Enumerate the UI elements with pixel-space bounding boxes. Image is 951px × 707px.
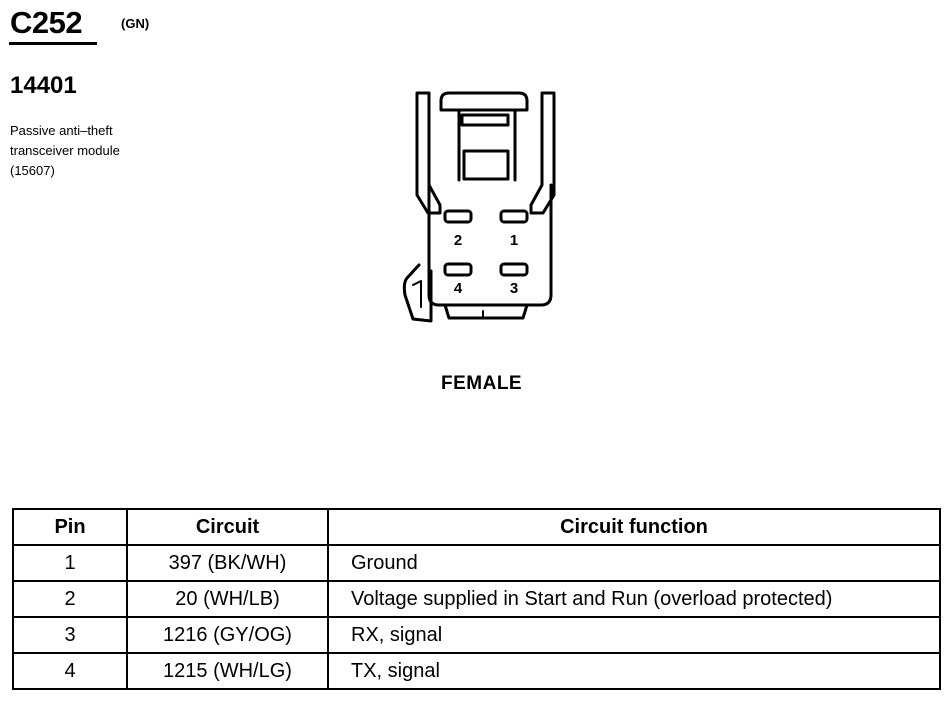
circuit-function-cell: TX, signal: [327, 652, 941, 690]
pin-cell: 4: [12, 652, 128, 690]
connector-gender-label: FEMALE: [441, 373, 523, 394]
pin-cavity-4: [443, 262, 473, 277]
pin-cavity-1: [499, 209, 529, 224]
connector-id: C252: [10, 5, 83, 40]
pin-cavity-3: [499, 262, 529, 277]
pin-label-3: 3: [510, 280, 518, 297]
circuit-cell: 20 (WH/LB): [126, 580, 329, 618]
table-row: 1 397 (BK/WH) Ground: [12, 544, 941, 582]
pin-cell: 1: [12, 544, 128, 582]
pin-table: Pin Circuit Circuit function 1 397 (BK/W…: [12, 508, 941, 690]
table-row: 3 1216 (GY/OG) RX, signal: [12, 616, 941, 654]
pin-label-4: 4: [454, 280, 463, 297]
pin-label-2: 2: [454, 232, 462, 249]
circuit-cell: 1216 (GY/OG): [126, 616, 329, 654]
pin-cell: 3: [12, 616, 128, 654]
circuit-function-cell: RX, signal: [327, 616, 941, 654]
connector-bottom-rail: [443, 303, 529, 320]
connector-side-clip-detail: [412, 280, 422, 308]
component-description-line: transceiver module: [10, 143, 120, 158]
pin-cell: 2: [12, 580, 128, 618]
column-header-pin: Pin: [12, 508, 128, 546]
table-row: 2 20 (WH/LB) Voltage supplied in Start a…: [12, 580, 941, 618]
component-description-line: Passive anti–theft: [10, 123, 113, 138]
component-description: Passive anti–theft transceiver module (1…: [10, 121, 120, 181]
column-header-circuit-function: Circuit function: [327, 508, 941, 546]
connector-tab-slot: [460, 113, 510, 127]
connector-left-latch: [415, 91, 442, 215]
connector-color: (GN): [121, 16, 150, 31]
connector-side-clip: [402, 263, 433, 323]
component-description-line: (15607): [10, 163, 55, 178]
connector-right-latch: [529, 91, 556, 215]
connector-face-diagram: 2 1 4 3: [402, 91, 556, 323]
pin-label-1: 1: [510, 232, 518, 249]
table-row: 4 1215 (WH/LG) TX, signal: [12, 652, 941, 690]
circuit-cell: 397 (BK/WH): [126, 544, 329, 582]
connector-locking-tab: [439, 91, 529, 112]
circuit-cell: 1215 (WH/LG): [126, 652, 329, 690]
part-number: 14401: [10, 72, 77, 99]
connector-id-underline: [9, 42, 97, 45]
connector-window: [462, 149, 510, 181]
circuit-function-cell: Ground: [327, 544, 941, 582]
table-header-row: Pin Circuit Circuit function: [12, 508, 941, 546]
column-header-circuit: Circuit: [126, 508, 329, 546]
circuit-function-cell: Voltage supplied in Start and Run (overl…: [327, 580, 941, 618]
pin-cavity-2: [443, 209, 473, 224]
